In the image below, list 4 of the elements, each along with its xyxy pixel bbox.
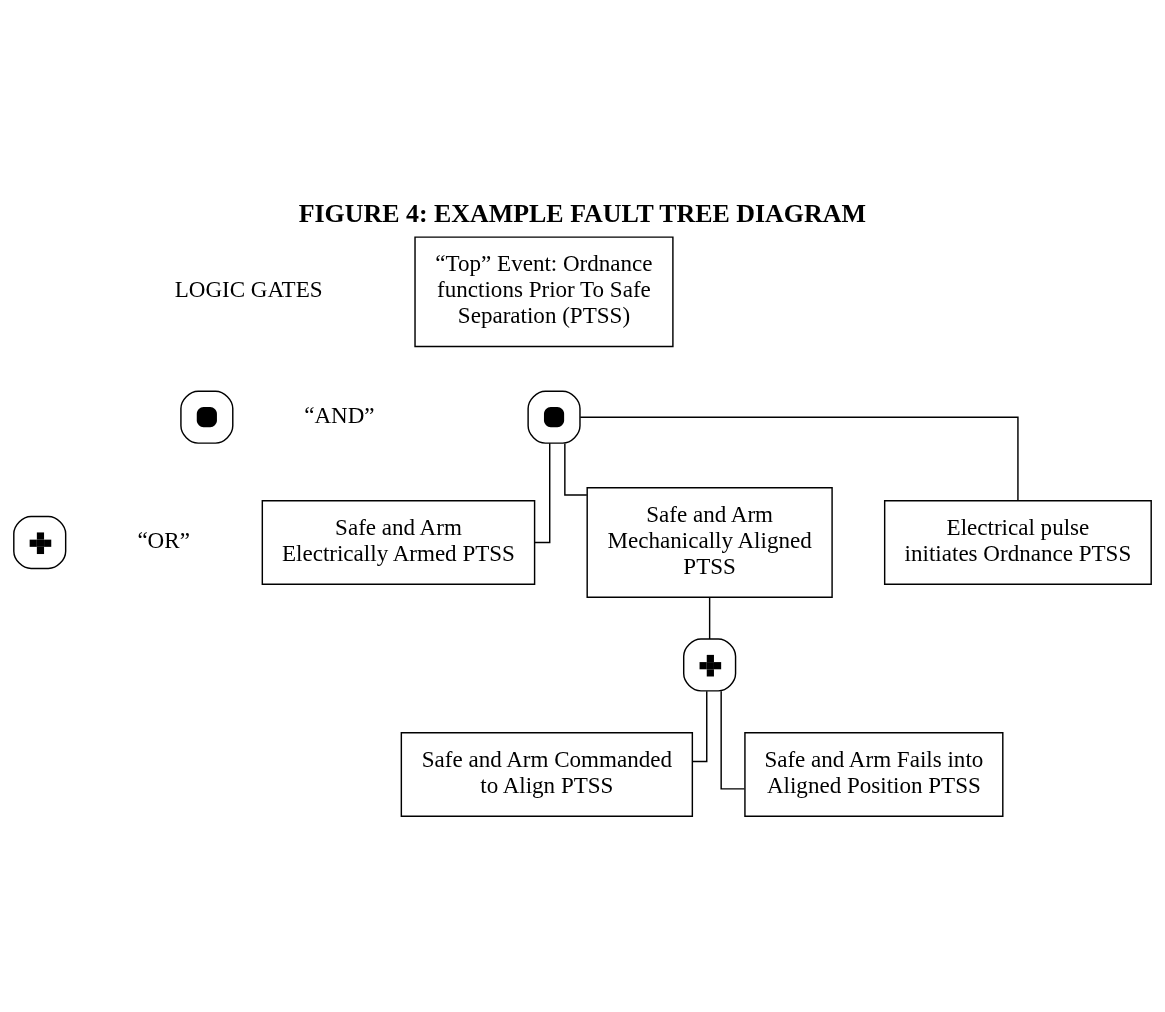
label: LOGIC GATES xyxy=(174,275,323,302)
node-label: “AND” xyxy=(304,401,375,428)
node-label: “OR” xyxy=(137,526,190,553)
diagram-title: FIGURE 4: EXAMPLE FAULT TREE DIAGRAM xyxy=(298,198,866,228)
